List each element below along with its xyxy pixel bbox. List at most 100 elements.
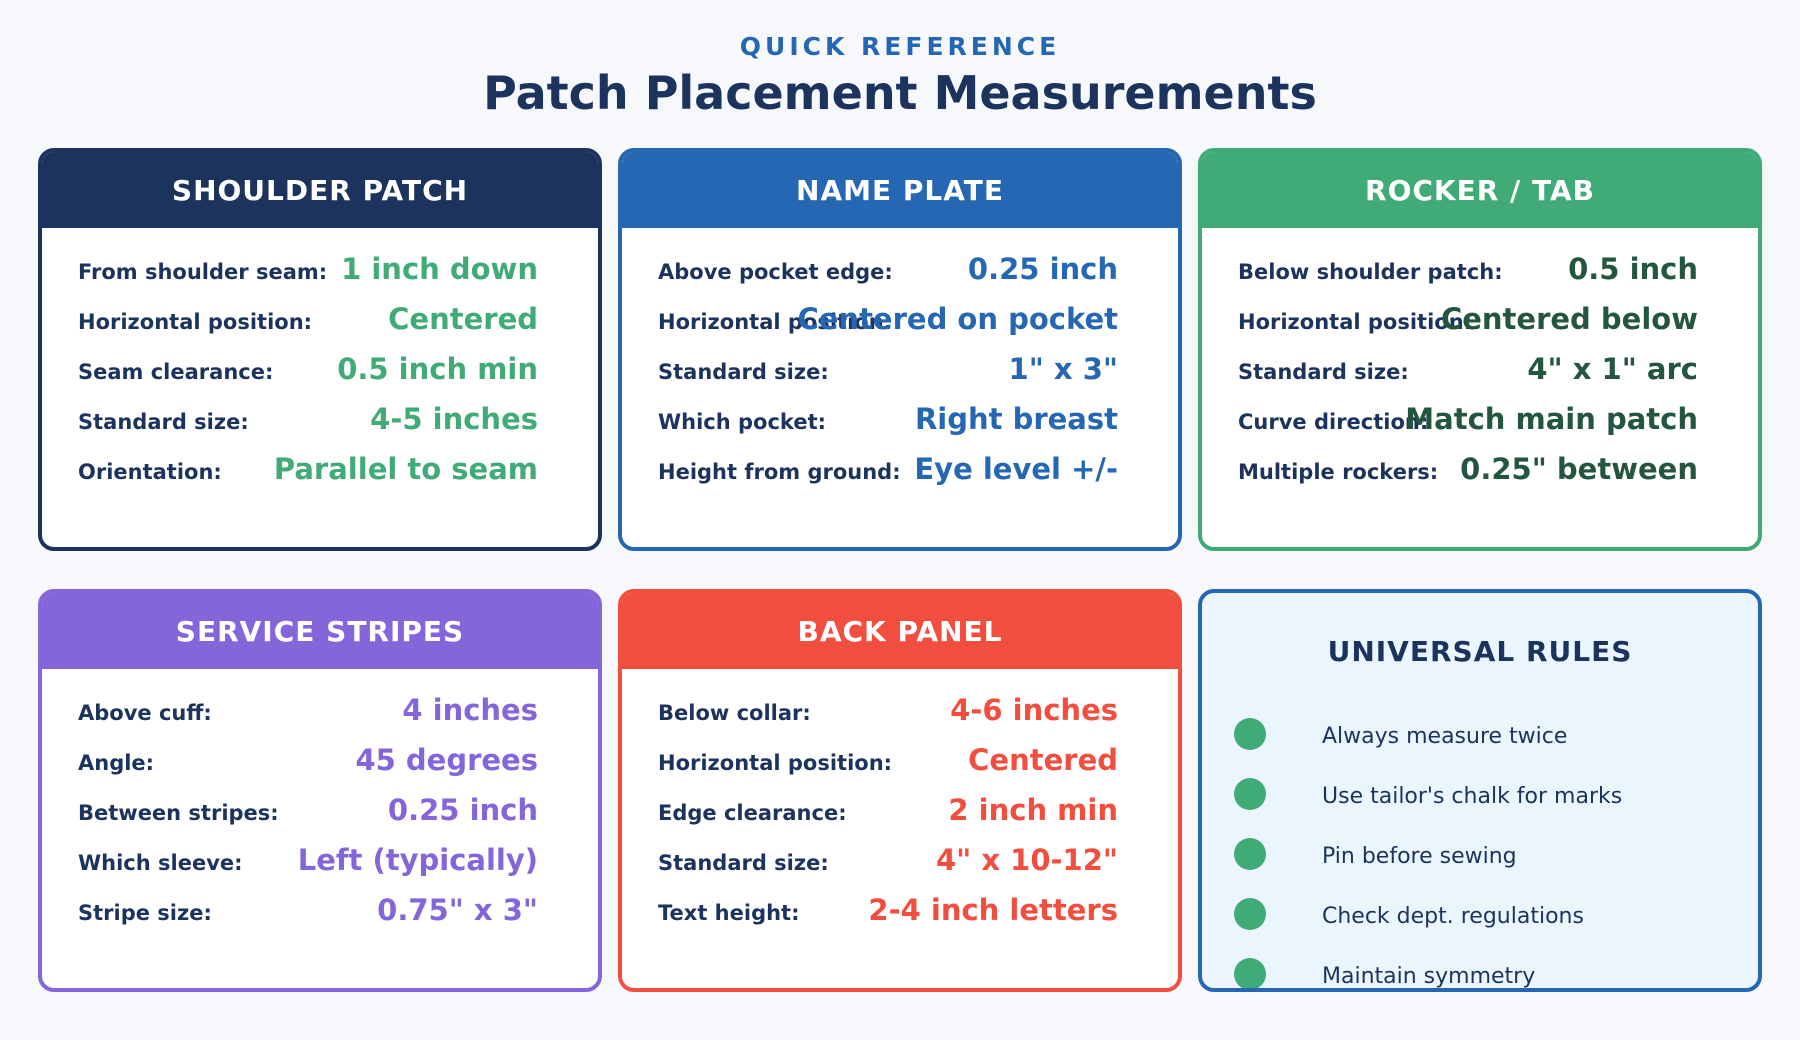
measurement-value: 0.25 inch <box>387 793 538 827</box>
measurement-value: 0.25 inch <box>967 252 1118 286</box>
measurement-label: Between stripes: <box>78 801 279 825</box>
bullet-dot-icon <box>1234 838 1266 870</box>
measurement-label: Angle: <box>78 751 155 775</box>
rule-item: Maintain symmetry <box>1234 958 1738 989</box>
measurement-row: Seam clearance: 0.5 inch min <box>78 348 538 388</box>
card-title: SHOULDER PATCH <box>42 152 598 228</box>
measurement-label: Which pocket: <box>658 410 827 434</box>
measurement-value: Centered below <box>1440 302 1698 336</box>
measurement-row: Horizontal position: Centered <box>658 739 1118 779</box>
measurement-row: Which pocket: Right breast <box>658 398 1118 438</box>
measurement-label: Horizontal position: <box>1238 310 1473 334</box>
measurement-label: Horizontal position: <box>658 310 893 334</box>
measurement-row: Horizontal position:Centered on pocket <box>658 298 1118 338</box>
measurement-value: 1" x 3" <box>1008 352 1118 386</box>
measurement-label: Standard size: <box>658 851 829 875</box>
rule-item: Pin before sewing <box>1234 838 1738 874</box>
measurement-value: Left (typically) <box>297 843 538 877</box>
measurement-value: 2-4 inch letters <box>868 893 1118 927</box>
measurement-value: 0.5 inch <box>1568 252 1698 286</box>
measurement-row: Below shoulder patch: 0.5 inch <box>1238 248 1698 288</box>
measurement-label: Stripe size: <box>78 901 212 925</box>
measurement-row: Standard size: 1" x 3" <box>658 348 1118 388</box>
measurement-label: Standard size: <box>78 410 249 434</box>
measurement-value: Centered on pocket <box>797 302 1118 336</box>
bullet-dot-icon <box>1234 898 1266 930</box>
rule-item: Use tailor's chalk for marks <box>1234 778 1738 814</box>
measurement-value: 4-5 inches <box>370 402 538 436</box>
measurement-label: Edge clearance: <box>658 801 847 825</box>
measurement-value: Match main patch <box>1405 402 1698 436</box>
card-title: ROCKER / TAB <box>1202 152 1758 228</box>
measurement-row: Multiple rockers: 0.25" between <box>1238 448 1698 488</box>
rule-text: Use tailor's chalk for marks <box>1322 784 1623 809</box>
measurement-row: Below collar: 4-6 inches <box>658 689 1118 729</box>
rule-item: Always measure twice <box>1234 718 1738 754</box>
measurement-label: Above pocket edge: <box>658 260 893 284</box>
card-title: NAME PLATE <box>622 152 1178 228</box>
rules-title: UNIVERSAL RULES <box>1327 635 1633 668</box>
measurement-label: Multiple rockers: <box>1238 460 1439 484</box>
measurement-label: Standard size: <box>658 360 829 384</box>
measurement-row: Standard size: 4-5 inches <box>78 398 538 438</box>
measurement-label: Below shoulder patch: <box>1238 260 1503 284</box>
measurement-label: Text height: <box>658 901 800 925</box>
measurement-row: Horizontal position:Centered below <box>1238 298 1698 338</box>
measurement-label: Which sleeve: <box>78 851 243 875</box>
measurement-label: Height from ground: <box>658 460 901 484</box>
measurement-row: Which sleeve: Left (typically) <box>78 839 538 879</box>
measurement-row: Curve direction:Match main patch <box>1238 398 1698 438</box>
measurement-row: Angle: 45 degrees <box>78 739 538 779</box>
measurement-value: 45 degrees <box>355 743 538 777</box>
rule-text: Always measure twice <box>1322 724 1568 749</box>
measurement-value: Centered <box>388 302 538 336</box>
card-title: BACK PANEL <box>622 593 1178 669</box>
rule-text: Maintain symmetry <box>1322 964 1536 989</box>
measurement-row: Stripe size: 0.75" x 3" <box>78 889 538 929</box>
page-title: Patch Placement Measurements <box>483 66 1317 120</box>
measurement-row: Above cuff:4 inches <box>78 689 538 729</box>
measurement-label: Below collar: <box>658 701 811 725</box>
measurement-row: Edge clearance: 2 inch min <box>658 789 1118 829</box>
bullet-dot-icon <box>1234 958 1266 988</box>
bullet-dot-icon <box>1234 778 1266 810</box>
measurement-label: Seam clearance: <box>78 360 274 384</box>
measurement-value: 4-6 inches <box>950 693 1118 727</box>
measurement-value: 4 inches <box>402 693 538 727</box>
measurement-row: Above pocket edge: 0.25 inch <box>658 248 1118 288</box>
measurement-value: 2 inch min <box>948 793 1118 827</box>
page-kicker: QUICK REFERENCE <box>739 32 1061 61</box>
measurement-label: Horizontal position: <box>78 310 313 334</box>
measurement-value: 0.5 inch min <box>337 352 538 386</box>
measurement-row: Orientation:Parallel to seam <box>78 448 538 488</box>
card-title: SERVICE STRIPES <box>42 593 598 669</box>
measurement-row: Height from ground: Eye level +/- <box>658 448 1118 488</box>
measurement-row: Between stripes: 0.25 inch <box>78 789 538 829</box>
measurement-row: Standard size: 4" x 1" arc <box>1238 348 1698 388</box>
measurement-label: Curve direction: <box>1238 410 1429 434</box>
measurement-value: 0.75" x 3" <box>377 893 538 927</box>
measurement-value: 4" x 1" arc <box>1527 352 1698 386</box>
measurement-value: Right breast <box>914 402 1118 436</box>
bullet-dot-icon <box>1234 718 1266 750</box>
measurement-label: Orientation: <box>78 460 222 484</box>
measurement-value: Centered <box>968 743 1118 777</box>
card-rocker-tab: ROCKER / TAB Below shoulder patch: 0.5 inc… <box>1198 148 1762 551</box>
measurement-label: Horizontal position: <box>658 751 893 775</box>
measurement-value: 4" x 10-12" <box>935 843 1118 877</box>
measurement-value: 1 inch down <box>341 252 538 286</box>
measurement-row: Standard size: 4" x 10-12" <box>658 839 1118 879</box>
measurement-row: From shoulder seam: 1 inch down <box>78 248 538 288</box>
measurement-value: 0.25" between <box>1460 452 1698 486</box>
measurement-value: Eye level +/- <box>914 452 1118 486</box>
measurement-label: From shoulder seam: <box>78 260 328 284</box>
card-shoulder-patch: SHOULDER PATCH From shoulder seam: 1 inch … <box>38 148 602 551</box>
rule-item: Check dept. regulations <box>1234 898 1738 934</box>
measurement-row: Horizontal position: Centered <box>78 298 538 338</box>
measurement-label: Standard size: <box>1238 360 1409 384</box>
rule-text: Check dept. regulations <box>1322 904 1584 929</box>
